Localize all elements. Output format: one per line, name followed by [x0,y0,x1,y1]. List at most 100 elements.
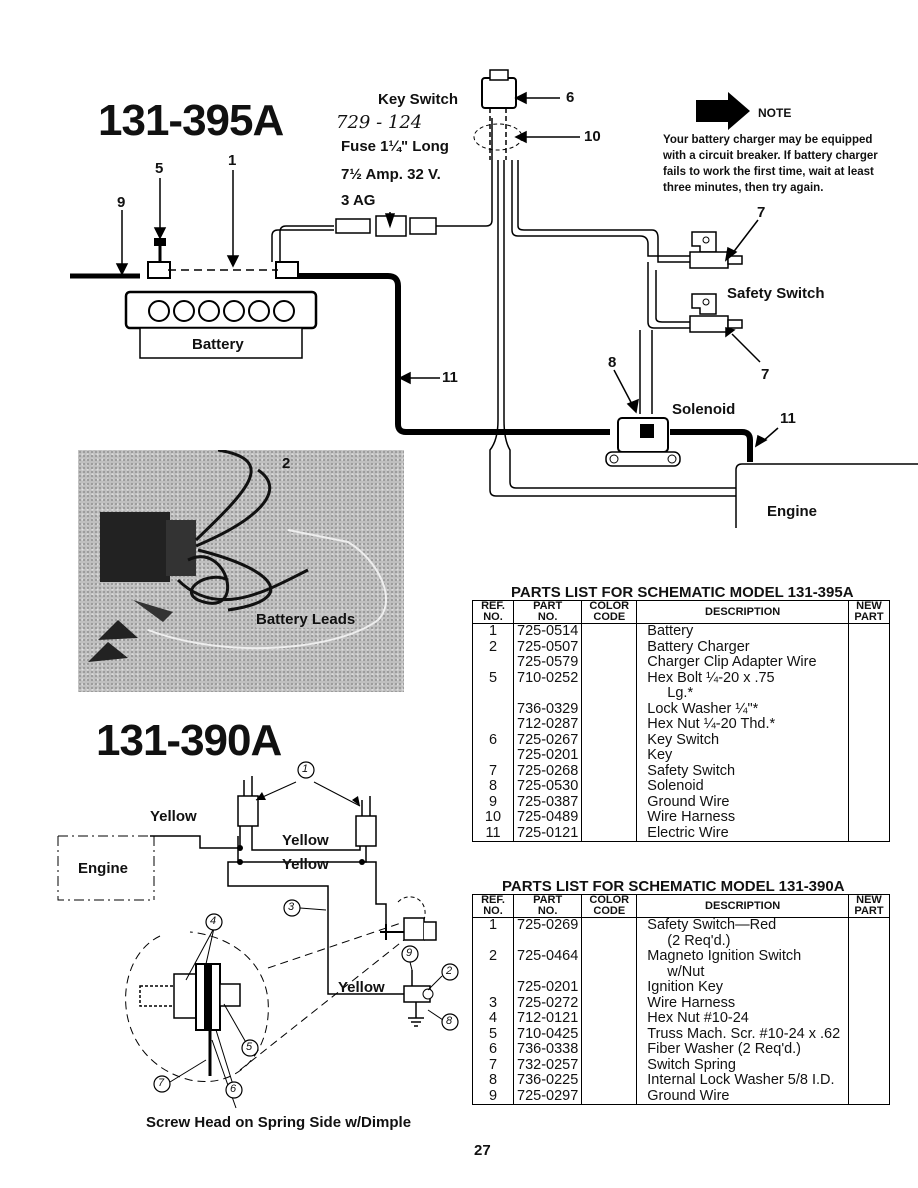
wiring-diagram-131-395A [70,69,918,528]
cell-color [581,623,638,640]
cell-color [581,1026,638,1042]
cell-color [581,1073,638,1089]
circled-4: 4 [210,915,217,927]
cell-ref [472,933,514,949]
col-description: DESCRIPTION [636,894,849,918]
cell-ref: 7 [472,763,514,779]
cell-part: 725-0514 [512,623,583,640]
circled-9: 9 [406,947,413,959]
cell-part: 725-0464 [512,948,583,965]
cell-ref: 9 [472,794,514,810]
note-text: Your battery charger may be equipped wit… [663,134,878,194]
circled-2: 2 [446,965,453,977]
handwritten-note: 729 - 124 [336,112,423,133]
cell-new [848,655,890,671]
cell-new [848,1073,890,1089]
col-ref: REF.NO. [472,600,514,624]
cell-ref: 9 [472,1088,514,1105]
cell-part: 725-0201 [512,979,583,996]
fuse-rating-label: 7½ Amp. 32 V. [341,166,441,183]
cell-new [848,701,890,717]
battery-label: Battery [192,336,244,353]
cell-desc: Wire Harness [636,995,849,1011]
cell-part: 710-0425 [512,1026,583,1042]
engine-label: Engine [767,503,818,520]
callout-10: 10 [584,128,601,145]
cell-new [848,686,890,702]
callout-5: 5 [155,160,164,177]
cell-color [581,670,638,686]
circled-6: 6 [230,1083,237,1095]
yellow-label-4: Yellow [338,979,385,996]
cell-new [848,1057,890,1073]
cell-new [848,1042,890,1058]
circled-8: 8 [446,1015,453,1027]
cell-ref: 8 [472,778,514,795]
cell-part: 725-0579 [512,654,583,671]
cell-color [581,1057,638,1073]
cell-color [581,701,638,717]
cell-color [581,1042,638,1058]
cell-part [512,686,583,702]
cell-part: 736-0338 [512,1041,583,1058]
cell-ref [472,701,514,717]
cell-part: 725-0201 [512,747,583,764]
cell-desc: Safety Switch [636,763,849,779]
circled-7: 7 [158,1077,165,1089]
cell-ref: 4 [472,1010,514,1027]
callout-7-top: 7 [757,204,766,221]
cell-color [581,1011,638,1027]
cell-new [848,748,890,764]
cell-color [581,686,638,702]
cell-part: 725-0267 [512,732,583,748]
cell-new [848,810,890,826]
cell-ref: 1 [472,623,514,640]
callout-9: 9 [117,194,126,211]
cell-desc: Key Switch [636,732,849,748]
cell-ref [472,655,514,671]
circled-5: 5 [246,1041,253,1053]
callout-11-left: 11 [442,369,458,386]
cell-desc: Switch Spring [636,1057,849,1073]
cell-ref: 5 [472,670,514,686]
cell-part: 725-0269 [512,917,583,934]
cell-color [581,655,638,671]
cell-ref: 2 [472,948,514,965]
cell-color [581,949,638,965]
col-description: DESCRIPTION [636,600,849,624]
cell-desc: Magneto Ignition Switch [636,948,849,965]
cell-part: 736-0225 [512,1072,583,1089]
cell-ref: 5 [472,1026,514,1042]
cell-part: 725-0507 [512,639,583,655]
callout-7-bottom: 7 [761,366,770,383]
cell-color [581,964,638,980]
cell-desc: Charger Clip Adapter Wire [636,654,849,671]
cell-desc: Battery Charger [636,639,849,655]
cell-part [512,964,583,980]
safety-switch-label: Safety Switch [727,285,825,302]
cell-color [581,1088,638,1105]
solenoid-label: Solenoid [672,401,736,418]
model-title-131-390A: 131-390A [96,716,282,765]
cell-color [581,825,638,842]
cell-desc: Safety Switch—Red [636,917,849,934]
cell-ref: 6 [472,1041,514,1058]
cell-color [581,995,638,1011]
cell-new [848,917,890,934]
cell-new [848,717,890,733]
cell-new [848,732,890,748]
callout-1: 1 [228,152,237,169]
yellow-label-1: Yellow [150,808,197,825]
cell-desc: Hex Nut #10-24 [636,1010,849,1027]
fuse-type-label: 3 AG [341,192,376,209]
